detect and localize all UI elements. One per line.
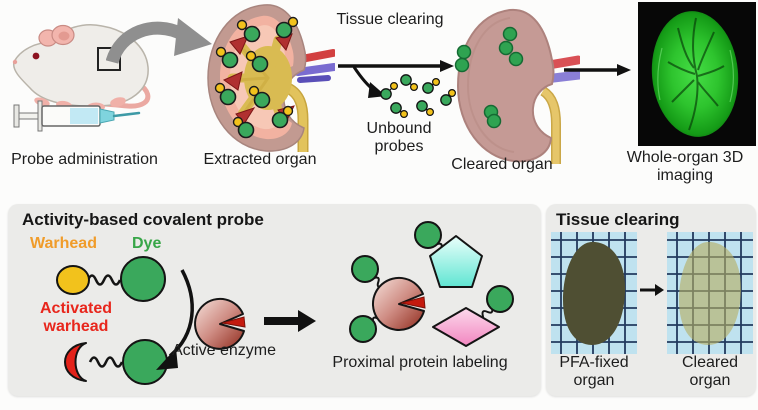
activated-warhead-shape bbox=[64, 342, 87, 382]
unbound-probes-cluster bbox=[344, 66, 459, 124]
mouse-foot bbox=[110, 97, 126, 107]
warhead-shape bbox=[56, 265, 90, 295]
fluorescence-image bbox=[638, 2, 756, 146]
dye-shape bbox=[414, 221, 442, 249]
activity-probe-panel: Activity-based covalent probe Warhead Dy… bbox=[8, 204, 541, 396]
warhead-label: Warhead bbox=[30, 235, 97, 252]
syringe-liquid bbox=[70, 108, 98, 124]
pfa-fixed-organ-label: PFA-fixed organ bbox=[559, 354, 629, 389]
block-arrow bbox=[264, 308, 316, 334]
probe-molecule bbox=[54, 254, 169, 306]
cleared-organ-photo bbox=[667, 232, 753, 354]
enzyme-shape bbox=[371, 276, 425, 331]
reaction-arrow bbox=[146, 268, 198, 380]
step-arrow bbox=[336, 58, 456, 74]
cleared-organ-shape bbox=[679, 241, 742, 345]
dye-shape bbox=[486, 285, 514, 313]
syringe-icon bbox=[12, 94, 144, 138]
active-enzyme-label: Active enzyme bbox=[171, 342, 277, 359]
syringe-tip bbox=[99, 108, 115, 124]
active-enzyme-illustration bbox=[192, 294, 254, 352]
retained-probes bbox=[454, 26, 524, 129]
imaging-arrow bbox=[562, 62, 632, 78]
transfer-arrow bbox=[106, 16, 216, 78]
organ-location-box bbox=[97, 47, 121, 71]
tissue-clearing-panel: Tissue clearing bbox=[546, 204, 756, 396]
extracted-organ-label: Extracted organ bbox=[203, 151, 317, 168]
probe-administration-label: Probe administration bbox=[11, 151, 158, 168]
clearing-arrow bbox=[639, 280, 665, 300]
proximal-labeling-label: Proximal protein labeling bbox=[332, 354, 508, 371]
extracted-organ-illustration bbox=[200, 2, 335, 154]
bound-probes bbox=[214, 16, 299, 139]
tissue-clearing-step-label: Tissue clearing bbox=[336, 11, 444, 28]
dye-shape bbox=[349, 315, 377, 343]
cleared-organ-label: Cleared organ bbox=[451, 156, 553, 173]
syringe-needle bbox=[112, 111, 141, 118]
protein-diamond bbox=[432, 307, 500, 347]
mouse-eye bbox=[32, 52, 40, 60]
dye-shape bbox=[120, 256, 166, 302]
pfa-organ-shape bbox=[563, 241, 626, 345]
activated-warhead-label: Activated warhead bbox=[39, 300, 113, 335]
clearing-panel-title: Tissue clearing bbox=[556, 210, 680, 229]
cleared-organ-illustration bbox=[450, 6, 580, 166]
probe-panel-title: Activity-based covalent probe bbox=[22, 210, 264, 229]
proximal-labeling-illustration bbox=[324, 212, 528, 358]
whole-organ-imaging-label: Whole-organ 3D imaging bbox=[626, 149, 744, 184]
unbound-probes-label: Unbound probes bbox=[366, 120, 432, 155]
cleared-organ-panel-label: Cleared organ bbox=[681, 354, 739, 389]
protein-pentagon bbox=[429, 235, 483, 288]
cleared-kidney-body bbox=[456, 8, 555, 163]
pfa-fixed-organ-photo bbox=[551, 232, 637, 354]
dye-label: Dye bbox=[132, 235, 162, 252]
dye-shape bbox=[351, 255, 379, 283]
mouse-nose bbox=[12, 59, 18, 65]
